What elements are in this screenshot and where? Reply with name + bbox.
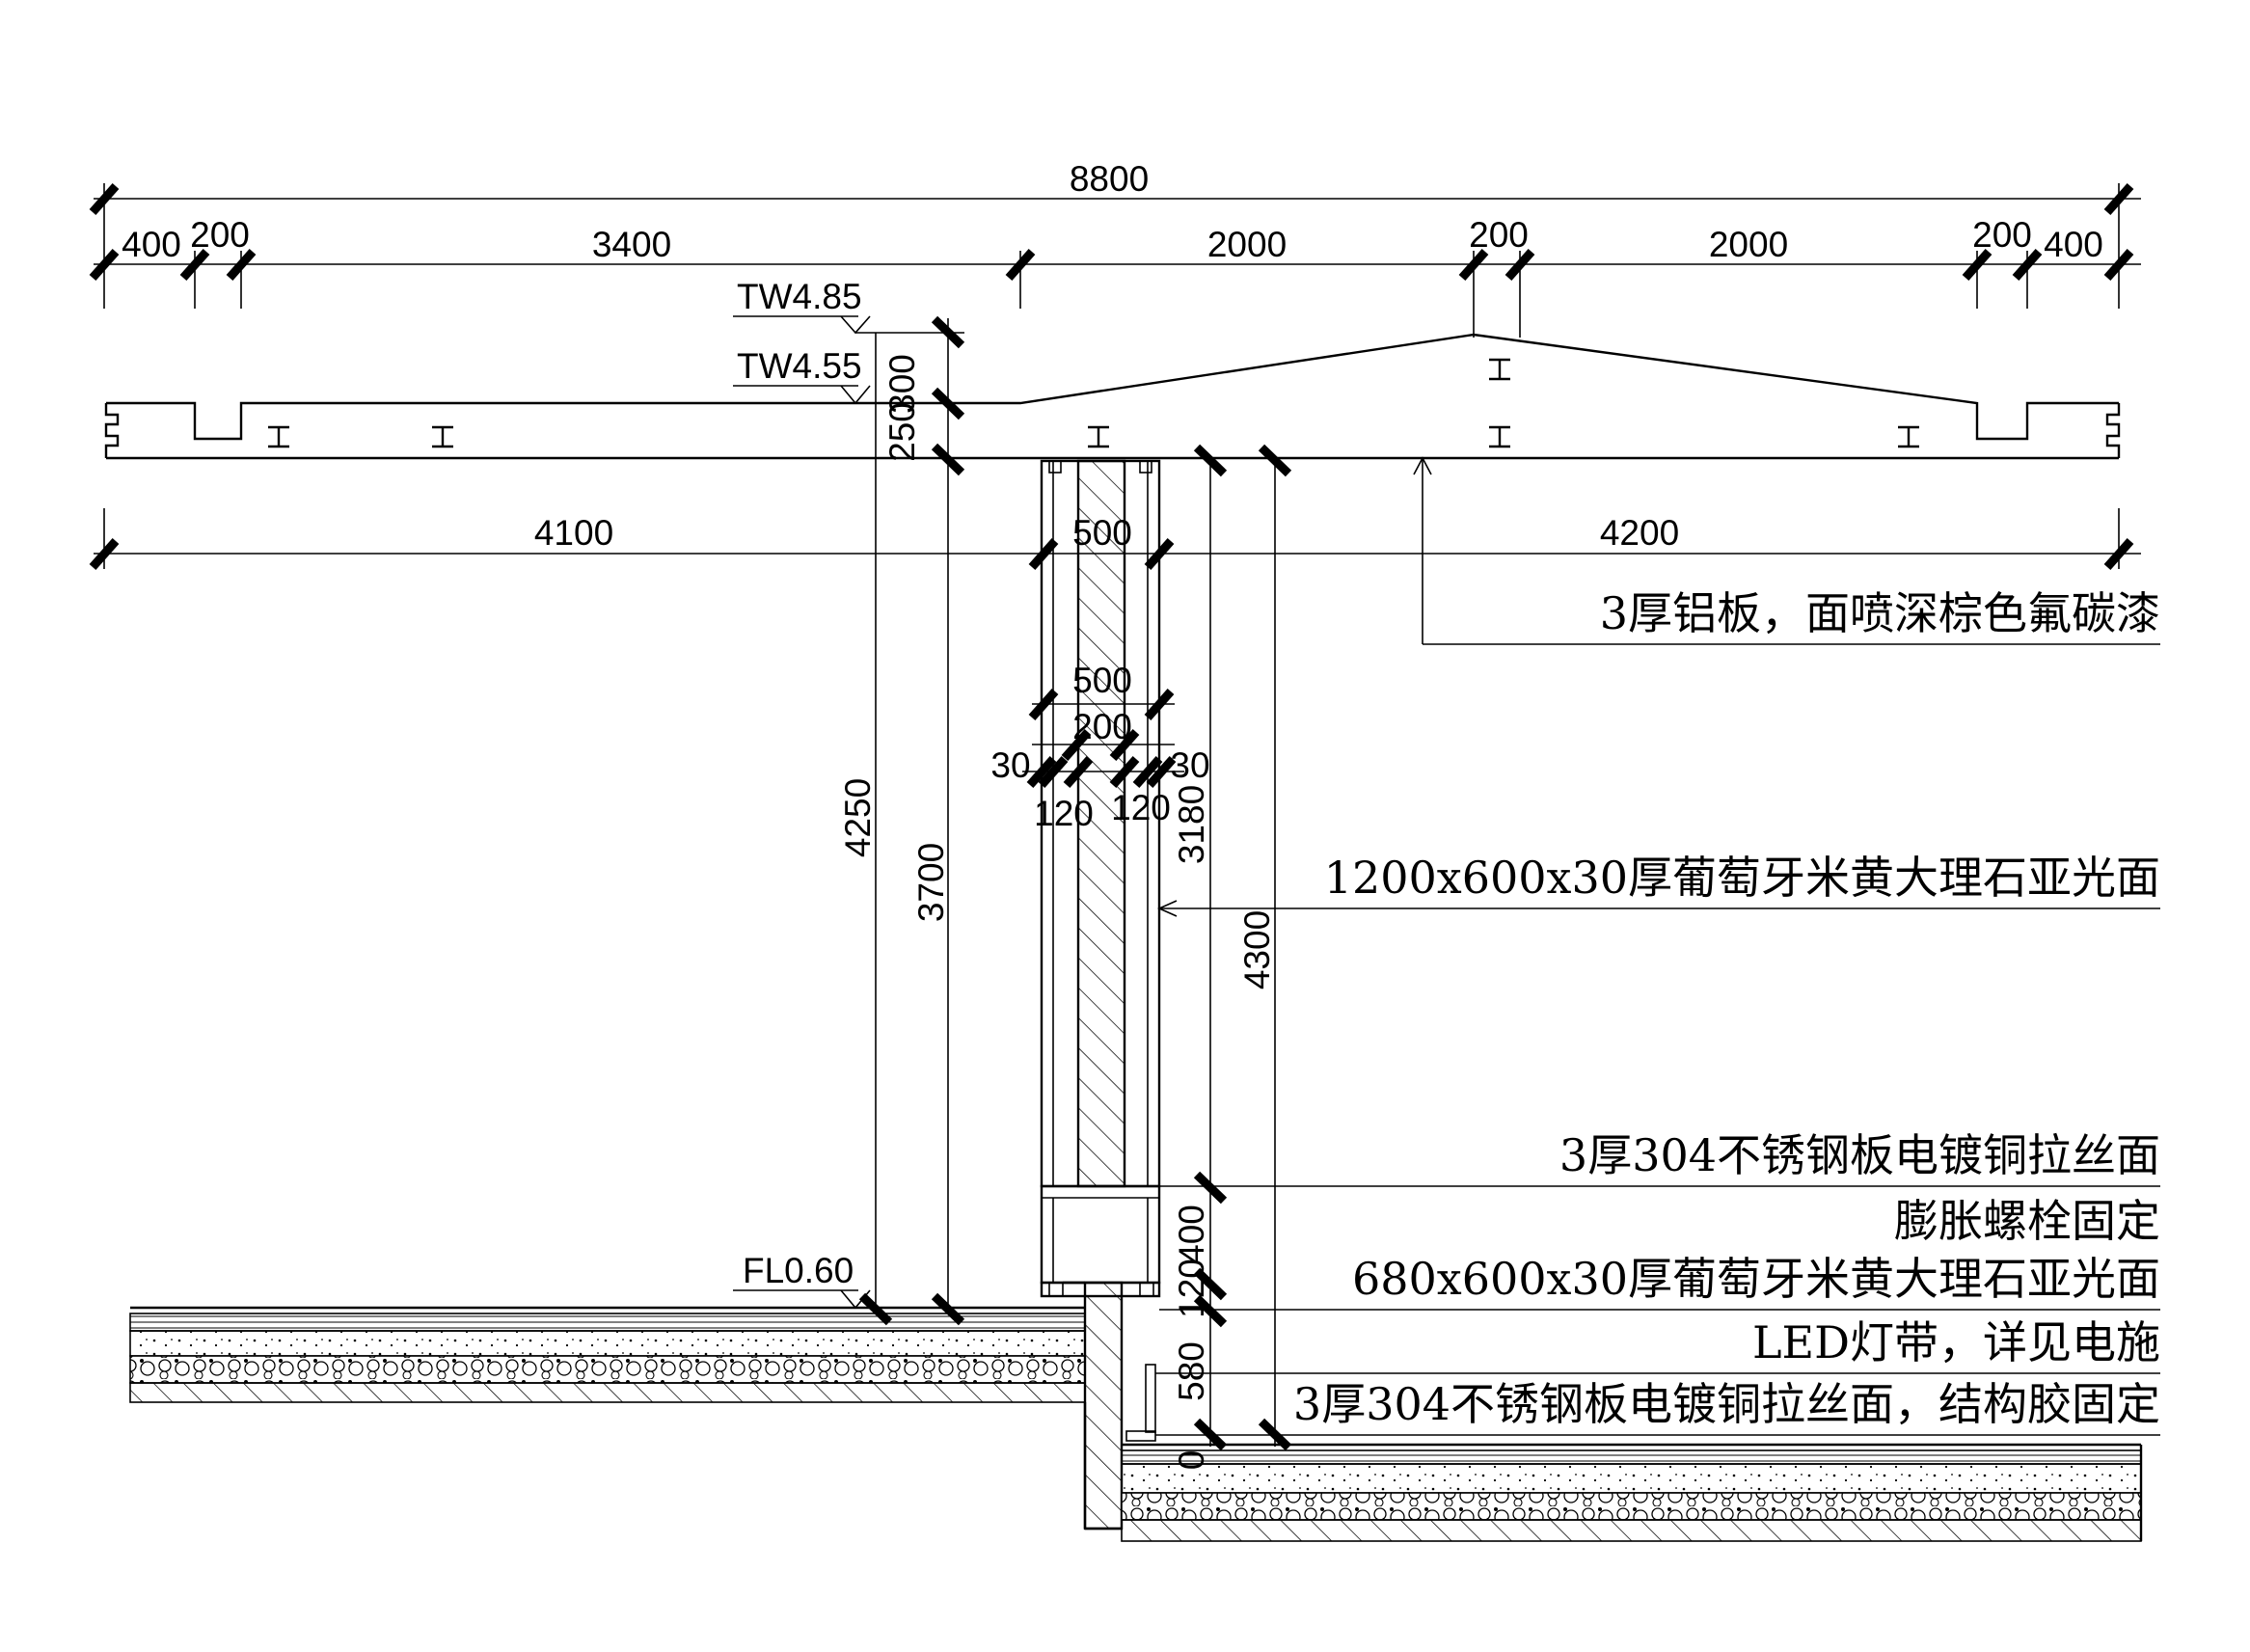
dim-base-120: 120 [1172,1259,1211,1318]
dim-seg-7: 200 [1972,215,2032,255]
column-dims: 500 200 30 120 120 30 [990,661,1209,833]
dim-seg-4: 2000 [1207,225,1287,264]
dim-roof-250: 250 [882,402,922,462]
dim-offset-right-30: 30 [1170,745,1209,785]
dim-seg-1: 400 [122,225,181,264]
dim-height-4250: 4250 [838,778,878,857]
dim-column-core: 200 [1072,707,1132,746]
ground-right [1121,1443,2143,1542]
dim-seg-8: 400 [2044,225,2103,264]
dim-offset-left-30: 30 [990,745,1030,785]
dim-seg-6: 2000 [1709,225,1788,264]
dim-height-3700: 3700 [911,843,951,922]
roof-profile [104,333,2121,460]
dim-seg-5: 200 [1469,215,1529,255]
note-marble-680: 680x600x30厚葡萄牙米黄大理石亚光面 [1352,1253,2160,1305]
note-expansion-bolt: 膨胀螺栓固定 [1894,1195,2160,1247]
dim-offset-right-120: 120 [1111,788,1171,827]
note-steel-plate-glue: 3厚304不锈钢板电镀铜拉丝面，结构胶固定 [1293,1378,2160,1430]
note-leaders [1155,900,2160,1436]
dim-left-4100: 4100 [534,513,613,553]
ground-left [129,1306,1087,1529]
level-roof-top: TW4.85 [737,277,862,316]
level-roof-edge: TW4.55 [737,346,862,386]
material-notes: 3厚铝板，面喷深棕色氟碳漆 1200x600x30厚葡萄牙米黄大理石亚光面 3厚… [1293,587,2160,1430]
level-markers: TW4.85 TW4.55 FL0.60 [733,277,964,1310]
dim-base-400: 400 [1172,1205,1211,1264]
dim-base-580: 580 [1172,1341,1211,1401]
note-aluminum-panel: 3厚铝板，面喷深棕色氟碳漆 [1600,587,2160,639]
note-marble-1200: 1200x600x30厚葡萄牙米黄大理石亚光面 [1324,852,2160,904]
dim-right-4200: 4200 [1600,513,1679,553]
roof-leader [1413,456,2160,645]
note-led-strip: LED灯带，详见电施 [1752,1316,2160,1368]
top-dimension-chain: 8800 400 200 3400 2000 200 2000 200 400 [89,159,2141,338]
roof-thickness-dims: 300 250 [858,315,965,1326]
level-floor: FL0.60 [743,1251,854,1290]
dim-seg-3: 3400 [592,225,671,264]
dim-offset-left-120: 120 [1034,794,1094,833]
dim-seg-2: 200 [190,215,250,255]
dim-height-4300: 4300 [1237,910,1277,989]
dim-column-500b: 500 [1072,661,1132,700]
dim-height-3180: 3180 [1172,785,1211,864]
dim-total: 8800 [1070,159,1149,199]
note-steel-plate: 3厚304不锈钢板电镀铜拉丝面 [1559,1129,2160,1181]
retaining-wall [1063,1281,1156,1530]
dim-roof-300: 300 [882,354,922,414]
steel-beam-icons [268,358,1919,448]
column [1040,459,1161,1298]
